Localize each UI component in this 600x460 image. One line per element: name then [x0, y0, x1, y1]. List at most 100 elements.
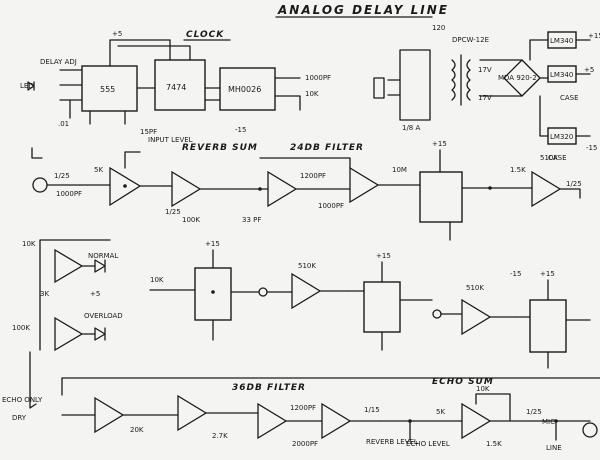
transformer-coils — [451, 59, 471, 101]
bbd-chip-c-wires — [347, 261, 433, 351]
reg-lm340-a-label: LM340 — [550, 37, 573, 45]
output-opamp-a — [531, 170, 562, 208]
bbd-chip-b-wires — [149, 249, 259, 341]
input-stage-section: 1/25 1000PF 5K INPUT LEVEL 15PF REVERB S… — [31, 128, 582, 241]
junction-dot — [554, 419, 558, 423]
output-jack — [582, 422, 598, 438]
timer-555-label: 555 — [100, 85, 115, 94]
filter36-opamp-b — [177, 394, 208, 432]
clock-r10k: 10K — [305, 90, 319, 98]
filter36-opamp-c — [257, 402, 288, 440]
filter24-c33pf: 33 PF — [242, 216, 261, 224]
filter-36db-header: 36DB FILTER — [232, 383, 306, 393]
reverb-sum-r100k: 100K — [182, 216, 200, 224]
filter36-r2_7k: 2.7K — [212, 432, 228, 440]
bbd-b-plus15: +15 — [205, 240, 220, 248]
case-label-b: CASE — [548, 154, 567, 162]
transformer-17v-b: 17V — [478, 94, 492, 102]
reverb-sum-cap: 1/25 — [165, 208, 181, 216]
clock-cap-1000pf: 1000PF — [305, 74, 331, 82]
echo-sum-r5k: 5K — [436, 408, 445, 416]
normal-led-symbol — [94, 259, 106, 273]
junction-dot — [258, 187, 262, 191]
reg-lm320-label: LM320 — [550, 133, 573, 141]
case-label-a: CASE — [560, 94, 579, 102]
delay-opamp-a-r510k: 510K — [298, 262, 316, 270]
mains-plug-symbol — [373, 77, 385, 99]
rectifier-label: MDA 920-2 — [498, 74, 537, 82]
reverb-sum-header: REVERB SUM — [182, 143, 258, 153]
fuse-label: 1/8 A — [402, 124, 420, 132]
flipflop-7474-chip — [154, 59, 206, 111]
bbd-c-plus15: +15 — [376, 252, 391, 260]
filter36-c1200pf: 1200PF — [290, 404, 316, 412]
bbd-chip-d — [529, 299, 567, 353]
echo-only-label: ECHO ONLY — [2, 396, 43, 404]
driver-mh0026-label: MH0026 — [228, 85, 261, 94]
filter36-cap: 1/15 — [364, 406, 380, 414]
power-supply-section: DPCW-12E 120 17V 17V 1/8 A MDA 920-2 LM3… — [373, 24, 600, 162]
led-symbol — [27, 81, 35, 91]
junction-dot — [408, 419, 412, 423]
output-jack-wires — [529, 420, 591, 441]
delay-chain-section: +15 10K 510K +15 510K +15 -15 — [149, 240, 591, 369]
output-r510k: 510K — [540, 154, 558, 162]
output-opamp-a-wires — [489, 187, 581, 199]
clock-plus5: +5 — [112, 30, 122, 38]
timer-pin-wires — [59, 69, 126, 125]
regulator-wires — [529, 39, 591, 137]
level-indicator-section: NORMAL OVERLOAD +5 3K 100K 10K — [12, 239, 123, 352]
delay-opamp-b — [461, 298, 492, 336]
bbd-d-plus15: +15 — [540, 270, 555, 278]
filter36-c2000pf: 2000PF — [292, 440, 318, 448]
schematic-title: ANALOG DELAY LINE — [277, 3, 449, 17]
flipflop-7474-label: 7474 — [166, 83, 186, 92]
filter24-opamp-a — [267, 170, 298, 208]
input-cap-label: 1/25 — [54, 172, 70, 180]
echo-only-switch — [29, 351, 37, 409]
bbd-chip-a — [419, 171, 463, 223]
indicator-r91k: 10K — [22, 240, 36, 248]
indicator-r3k: 3K — [40, 290, 49, 298]
driver-mh0026-chip — [219, 67, 276, 111]
echo-sum-r15k: 1.5K — [486, 440, 502, 448]
delay-opamp-a-wires — [266, 290, 349, 293]
supply-plus15: +15 — [588, 32, 600, 40]
reverb-sum-wires — [164, 185, 241, 190]
echo-level-label: ECHO LEVEL — [406, 440, 450, 448]
bbd-chip-d-wires — [514, 279, 591, 369]
junction-dot — [123, 184, 127, 188]
echo-sum-r10k: 10K — [476, 385, 490, 393]
supply-minus15: -15 — [586, 144, 597, 152]
clock-minus15: -15 — [235, 126, 246, 134]
rectifier-wires — [479, 59, 549, 97]
bbd-a-plus15: +15 — [432, 140, 447, 148]
bbd-chip-a-wires — [399, 149, 491, 241]
clock-section: CLOCK 555 7474 MH0026 +5 DELAY ADJ LED .… — [20, 30, 331, 134]
normal-label: NORMAL — [88, 252, 118, 260]
led-label: LED — [20, 82, 34, 90]
transformer-17v-a: 17V — [478, 66, 492, 74]
indicator-wires — [39, 239, 111, 351]
input-jack-b — [32, 177, 48, 193]
input-jack-a — [31, 147, 43, 159]
delay-opamp-b-wires — [440, 313, 516, 318]
bbd-b-r10k: 10K — [150, 276, 164, 284]
bbd-chip-c — [363, 281, 401, 333]
node-g — [258, 287, 268, 297]
reverb-sum-opamp — [171, 170, 202, 208]
input-cap-1000pf: 1000PF — [56, 190, 82, 198]
filter-24db-header: 24DB FILTER — [290, 143, 364, 153]
echo-sum-opamp — [461, 402, 492, 440]
output-bus-wire — [61, 377, 600, 396]
clock-header: CLOCK — [186, 30, 224, 40]
mic-label: MIC — [542, 418, 555, 426]
delay-opamp-b-r510k: 510K — [466, 284, 484, 292]
filter24-c1000pf: 1000PF — [318, 202, 344, 210]
input-r5k: 5K — [94, 166, 103, 174]
reg-lm340-b-label: LM340 — [550, 71, 573, 79]
transformer-label: DPCW-12E — [452, 36, 489, 44]
clock-cap-label: .01 — [58, 120, 69, 128]
mains-120-label: 120 — [432, 24, 445, 32]
